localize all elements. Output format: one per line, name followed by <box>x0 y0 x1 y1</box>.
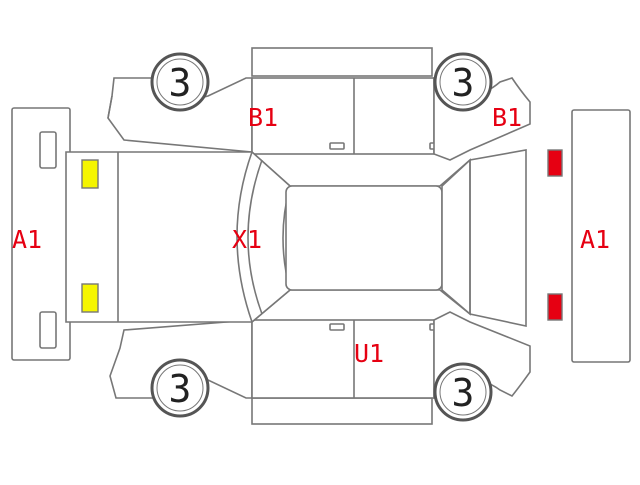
code-bottom-door: U1 <box>354 339 384 368</box>
roof <box>285 185 443 291</box>
wheel-top-left: 3 <box>150 52 210 112</box>
wheel-bottom-left: 3 <box>150 358 210 418</box>
windshield <box>236 150 291 324</box>
code-roof-pillar: X1 <box>232 225 262 254</box>
code-rear-bumper: A1 <box>580 225 610 254</box>
wheel-top-right: 3 <box>433 52 493 112</box>
code-front-bumper: A1 <box>12 225 42 254</box>
wheel-bottom-right-grade: 3 <box>452 371 475 415</box>
wheel-bottom-left-grade: 3 <box>169 367 192 411</box>
bottom-doors <box>251 319 435 399</box>
code-top-rear-door: B1 <box>248 103 278 132</box>
front-bumper-vent-bottom <box>39 311 57 349</box>
headlight-left-marker <box>81 159 99 189</box>
code-top-rear-quarter: B1 <box>492 103 522 132</box>
rear-window <box>441 158 471 316</box>
wheel-bottom-right: 3 <box>433 362 493 422</box>
taillight-left-marker <box>547 149 563 177</box>
taillight-right-marker <box>547 293 563 321</box>
headlight-right-marker <box>81 283 99 313</box>
top-side-view <box>107 47 531 161</box>
bottom-side-sill <box>251 397 433 425</box>
top-side-sill <box>251 47 433 77</box>
wheel-top-right-grade: 3 <box>452 61 475 105</box>
front-bumper-vent-top <box>39 131 57 169</box>
wheel-top-left-grade: 3 <box>169 61 192 105</box>
top-view-body <box>65 149 527 327</box>
top-doors <box>251 77 435 155</box>
rear-bumper <box>571 109 631 363</box>
